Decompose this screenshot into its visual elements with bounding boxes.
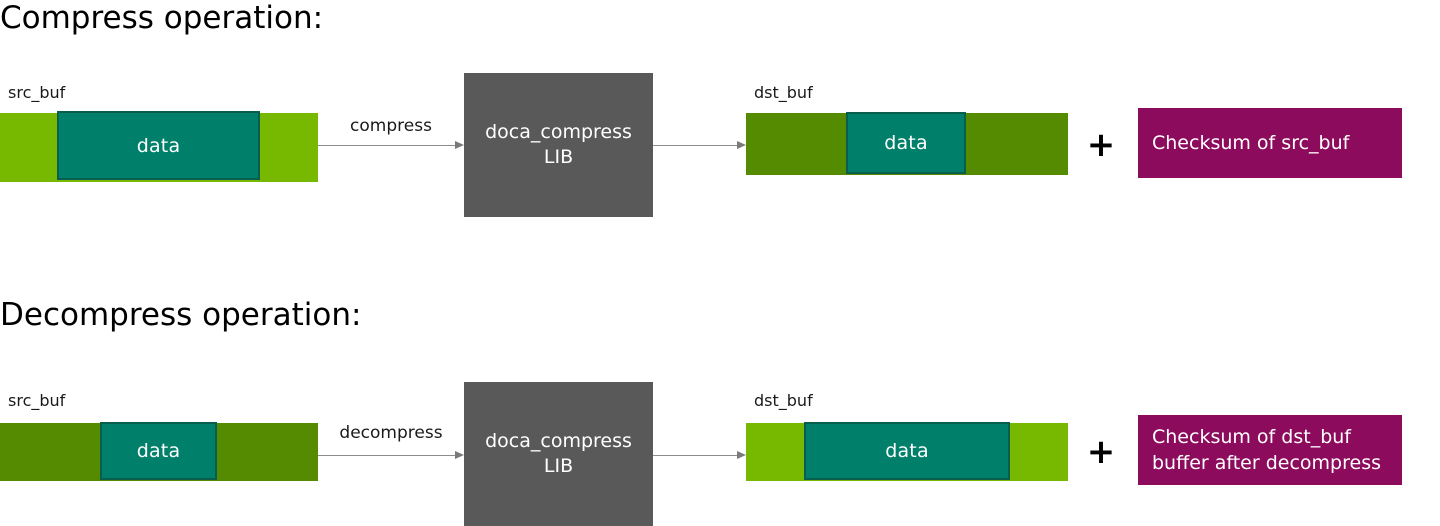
compress-dst-data-block: data — [846, 112, 966, 174]
decompress-arrow-label: decompress — [339, 423, 443, 443]
decompress-dst-buf-label: dst_buf — [754, 391, 813, 410]
decompress-src-data-label: data — [136, 440, 181, 462]
compress-arrow-label: compress — [350, 116, 432, 136]
compress-arrow-head-icon — [455, 141, 464, 149]
compress-checksum-box: Checksum of src_buf — [1138, 108, 1402, 178]
decompress-checksum-line1: Checksum of dst_buf — [1152, 426, 1351, 448]
decompress-lib-line2: LIB — [543, 455, 574, 477]
compress-src-buf-label: src_buf — [8, 83, 66, 102]
compress-lib-line2: LIB — [543, 146, 574, 168]
decompress-checksum-box: Checksum of dst_buf buffer after decompr… — [1138, 415, 1402, 485]
decompress-doca-compress-lib-box: doca_compress LIB — [464, 382, 653, 526]
decompress-src-buf-label: src_buf — [8, 391, 66, 410]
compress-section-title: Compress operation: — [0, 0, 324, 36]
compress-plus-icon: + — [1086, 125, 1116, 165]
decompress-src-data-block: data — [100, 422, 217, 480]
compress-lib-line1: doca_compress — [485, 121, 632, 143]
decompress-section-title: Decompress operation: — [0, 297, 362, 333]
decompress-output-arrow-head-icon — [737, 451, 746, 459]
decompress-src-buf-bar: data — [0, 422, 318, 481]
decompress-plus-icon: + — [1086, 432, 1116, 472]
compress-dst-data-label: data — [884, 132, 928, 154]
decompress-dst-data-block: data — [804, 422, 1010, 480]
decompress-arrow-line — [318, 455, 455, 456]
decompress-arrow-head-icon — [455, 451, 464, 459]
compress-src-data-block: data — [57, 111, 260, 180]
compress-output-arrow-line — [653, 145, 737, 146]
compress-checksum-line1: Checksum of src_buf — [1152, 132, 1350, 154]
decompress-dst-buf-bar: data — [746, 422, 1068, 481]
compress-arrow-line — [318, 145, 455, 146]
compress-output-arrow-head-icon — [737, 141, 746, 149]
decompress-checksum-line2: buffer after decompress — [1152, 452, 1381, 474]
compress-dst-buf-label: dst_buf — [754, 83, 813, 102]
compress-src-data-label: data — [136, 134, 181, 157]
decompress-lib-line1: doca_compress — [485, 430, 632, 452]
compress-dst-buf-bar: data — [746, 112, 1068, 175]
compress-src-buf-bar: data — [0, 111, 318, 182]
compress-doca-compress-lib-box: doca_compress LIB — [464, 73, 653, 217]
decompress-output-arrow-line — [653, 455, 737, 456]
decompress-dst-data-label: data — [885, 440, 929, 462]
